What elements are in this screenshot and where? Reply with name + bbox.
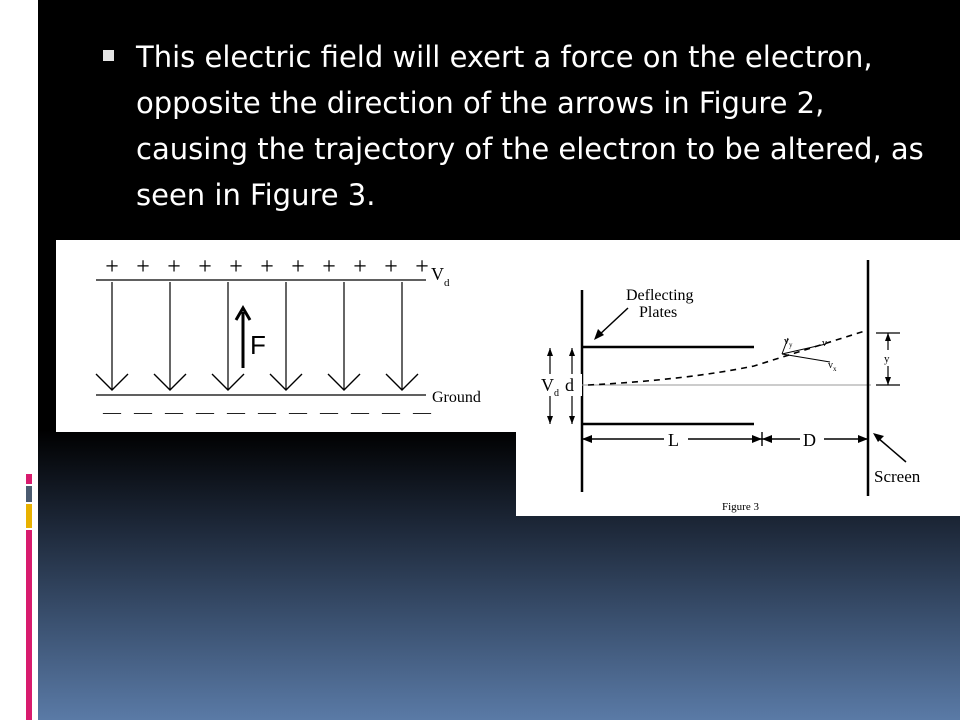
d-label: d xyxy=(565,375,574,395)
y-arrow-bottom-icon xyxy=(885,377,891,385)
left-accent-strip xyxy=(0,0,38,720)
negative-charges: — — — — — — — — — — — xyxy=(102,402,432,422)
field-arrowhead-icon xyxy=(153,373,187,391)
plus-sign: + xyxy=(291,254,305,280)
d-dist-label-backing xyxy=(800,430,824,448)
y-arrow-top-icon xyxy=(885,333,891,341)
minus-sign: — xyxy=(288,402,308,422)
accent-bar-pink-small xyxy=(26,474,32,484)
vd-arrow-bottom-icon xyxy=(547,416,553,424)
l-label: L xyxy=(668,430,679,450)
d-dist-arrow-right-icon xyxy=(858,435,868,443)
minus-sign: — xyxy=(102,402,122,422)
vx-label: vx xyxy=(828,360,837,373)
l-label-backing xyxy=(664,430,688,448)
vd-label-backing xyxy=(540,374,582,396)
deflecting-label-1: Deflecting xyxy=(626,287,694,304)
v-vector xyxy=(781,343,827,355)
plus-sign: + xyxy=(167,254,181,280)
figure-2-diagram: + + + + + + + + + + + Vd Ground — — — — — — — — — — — F xyxy=(56,240,516,432)
minus-sign: — xyxy=(164,402,184,422)
force-arrow-icon xyxy=(234,305,252,321)
minus-sign: — xyxy=(350,402,370,422)
minus-sign: — xyxy=(133,402,153,422)
plus-sign: + xyxy=(260,254,274,280)
top-plate-label: Vd xyxy=(431,264,450,289)
screen-pointer-arrow-icon xyxy=(873,433,884,442)
accent-bar-gold xyxy=(26,504,32,528)
vy-label: vy xyxy=(784,336,793,349)
vy-vector xyxy=(781,337,789,355)
field-arrowhead-icon xyxy=(385,373,419,391)
figure-3-caption: Figure 3 xyxy=(722,501,759,513)
minus-sign: — xyxy=(381,402,401,422)
minus-sign: — xyxy=(257,402,277,422)
d-arrow-bottom-icon xyxy=(569,416,575,424)
y-label: y xyxy=(884,353,890,365)
deflecting-label-2: Plates xyxy=(639,304,677,321)
field-arrowhead-icon xyxy=(327,373,361,391)
plus-sign: + xyxy=(322,254,336,280)
ground-label: Ground xyxy=(432,389,481,406)
deflecting-pointer-line xyxy=(597,307,629,337)
minus-sign: — xyxy=(226,402,246,422)
force-label: F xyxy=(250,330,266,360)
deflecting-pointer-arrow-icon xyxy=(594,329,604,340)
minus-sign: — xyxy=(319,402,339,422)
figure-3-diagram: Deflecting Plates Vd d vy v vx y xyxy=(516,240,960,516)
minus-sign: — xyxy=(412,402,432,422)
v-label: v xyxy=(822,338,827,349)
y-label-backing xyxy=(882,350,896,366)
d-dist-arrow-left-icon xyxy=(762,435,772,443)
vx-vector xyxy=(781,353,831,363)
d-arrow-top-icon xyxy=(569,348,575,356)
plus-sign: + xyxy=(105,254,119,280)
figure-3-svg: Deflecting Plates Vd d vy v vx y xyxy=(540,260,921,513)
l-arrow-left-icon xyxy=(582,435,592,443)
accent-bar-pink-long xyxy=(26,530,32,720)
screen-pointer-line xyxy=(877,437,907,463)
bullet-square-icon xyxy=(103,50,114,61)
figure-2-svg: + + + + + + + + + + + Vd Ground — — — — — — — — — — — F xyxy=(95,254,481,422)
field-arrowhead-icon xyxy=(211,373,245,391)
plus-sign: + xyxy=(384,254,398,280)
field-arrows xyxy=(95,282,419,391)
electron-trajectory xyxy=(587,329,869,386)
plus-sign: + xyxy=(198,254,212,280)
bullet-text: This electric field will exert a force o… xyxy=(136,40,924,212)
d-dist-label: D xyxy=(803,430,816,450)
plus-sign: + xyxy=(136,254,150,280)
minus-sign: — xyxy=(195,402,215,422)
screen-label: Screen xyxy=(874,467,921,486)
vd-label: Vd xyxy=(541,375,559,399)
positive-charges: + + + + + + + + + + + xyxy=(105,254,429,280)
plus-sign: + xyxy=(229,254,243,280)
accent-bar-gray xyxy=(26,486,32,502)
vd-arrow-top-icon xyxy=(547,348,553,356)
field-arrowhead-icon xyxy=(269,373,303,391)
plus-sign: + xyxy=(415,254,429,280)
field-arrowhead-icon xyxy=(95,373,129,391)
plus-sign: + xyxy=(353,254,367,280)
l-arrow-right-icon xyxy=(752,435,762,443)
